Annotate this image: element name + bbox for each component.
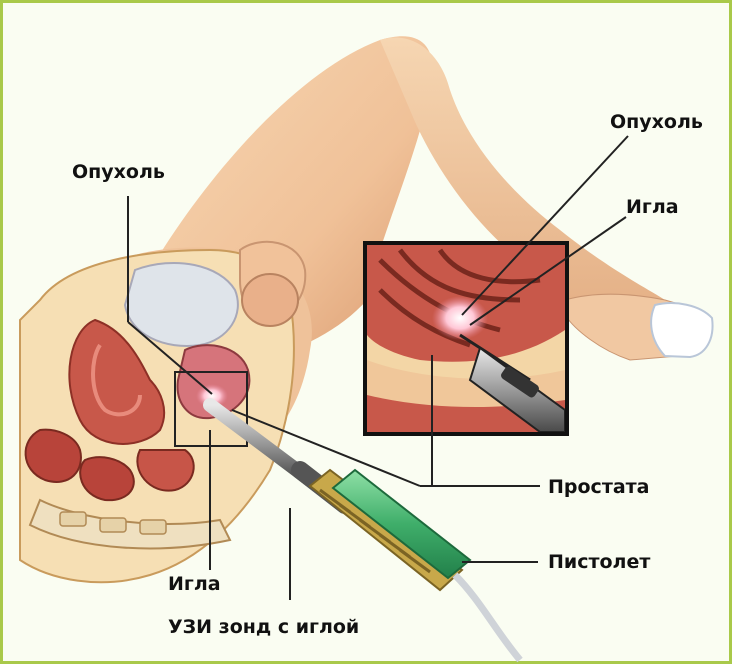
inset-magnified-view xyxy=(365,243,567,434)
label-tumor-inset: Опухоль xyxy=(610,113,703,132)
sock xyxy=(651,303,712,357)
label-needle-inset: Игла xyxy=(626,198,679,217)
label-prostate: Простата xyxy=(548,478,650,497)
label-needle-bottom: Игла xyxy=(168,575,221,594)
label-gun: Пистолет xyxy=(548,553,650,572)
label-ultrasound-probe: УЗИ зонд с иглой xyxy=(168,618,359,637)
label-tumor-left: Опухоль xyxy=(72,163,165,182)
